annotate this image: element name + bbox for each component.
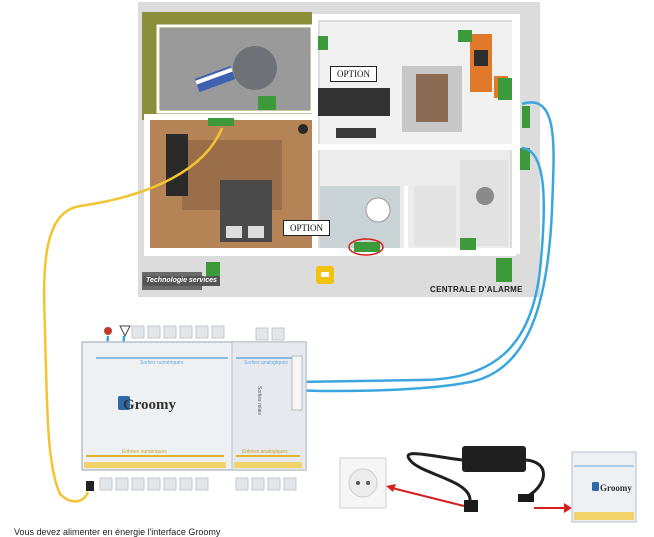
sensor-control: [496, 258, 512, 282]
blue-wire-1: [295, 101, 555, 393]
groomy-logo-icon: [118, 396, 130, 410]
shower: [414, 186, 456, 246]
dc-plug: [518, 494, 534, 502]
mini-groomy-brand: Groomy: [600, 483, 632, 493]
arrow-to-socket: [391, 487, 465, 507]
option-label-2: OPTION: [283, 220, 330, 236]
option-highlight-circle: [348, 238, 384, 256]
mini-groomy-device: [571, 451, 637, 523]
wall-socket: [339, 457, 387, 509]
connector-jack: [86, 481, 94, 491]
section-relay-outputs: Sorties relais: [256, 386, 262, 415]
option-label-1: OPTION: [330, 66, 377, 82]
section-digital-inputs: Entrées numériques: [122, 449, 167, 455]
connector-red: [104, 327, 112, 335]
house-floorplan: [138, 2, 540, 297]
sensor-window-3: [520, 148, 530, 170]
power-supply: [339, 446, 637, 523]
power-adapter: [462, 446, 526, 472]
sensor-entry: [318, 36, 328, 50]
sensor-room: [460, 238, 476, 250]
sensor-kitchen: [458, 30, 472, 42]
section-digital-outputs: Sorties numériques: [140, 360, 184, 366]
sofa: [318, 88, 390, 116]
sensor-window-1: [498, 78, 512, 100]
groomy-device: [81, 325, 307, 491]
wardrobe: [166, 134, 188, 196]
sensor-option-bathroom: [354, 242, 380, 252]
chat-icon[interactable]: [316, 266, 334, 284]
yellow-wire: [42, 127, 224, 503]
blue-wire-2: [295, 146, 546, 384]
caption-text: Vous devez alimenter en énergie l'interf…: [14, 527, 221, 537]
sensor-window-2: [522, 106, 530, 128]
technologie-logo: Technologie services: [143, 276, 220, 286]
groomy-brand: Groomy: [123, 397, 177, 413]
section-analog-inputs: Entrées analogiques: [242, 449, 288, 455]
power-plug: [464, 500, 478, 512]
section-analog-outputs: Sorties analogiques: [244, 360, 288, 366]
control-panel-label: CENTRALE D'ALARME: [430, 285, 523, 294]
sensor-terrace: [258, 96, 276, 110]
sensor-bedroom: [208, 118, 234, 126]
connector-antenna-icon: [119, 325, 131, 338]
parasol: [233, 46, 277, 90]
